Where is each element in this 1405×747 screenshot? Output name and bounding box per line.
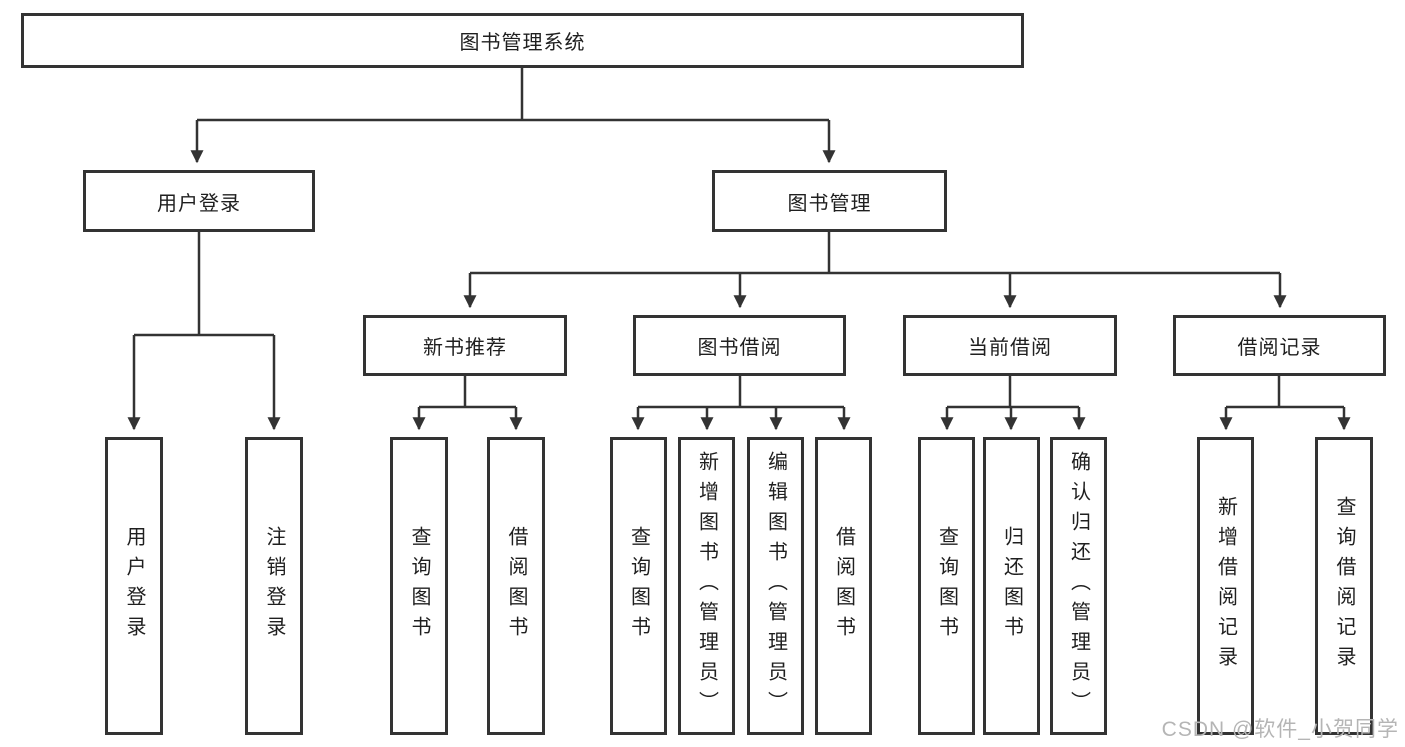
leaf-borrow-book-label: 借阅图书 xyxy=(832,526,855,646)
leaf-query-book-borrow: 查询图书 xyxy=(610,437,667,735)
leaf-return-book: 归还图书 xyxy=(983,437,1040,735)
node-borrow-records: 借阅记录 xyxy=(1173,315,1386,376)
node-user-login-label: 用户登录 xyxy=(157,192,241,215)
leaf-user-login: 用户登录 xyxy=(105,437,163,735)
leaf-add-book-admin-label: 新增图书（管理员） xyxy=(695,451,718,721)
leaf-confirm-return-admin-label: 确认归还（管理员） xyxy=(1067,451,1090,721)
node-new-book-recommend-label: 新书推荐 xyxy=(423,337,507,359)
leaf-logout-label: 注销登录 xyxy=(263,526,285,646)
leaf-edit-book-admin: 编辑图书（管理员） xyxy=(747,437,804,735)
leaf-query-book-current: 查询图书 xyxy=(918,437,975,735)
node-borrow-records-label: 借阅记录 xyxy=(1237,337,1322,359)
node-current-borrow: 当前借阅 xyxy=(903,315,1117,376)
node-user-login: 用户登录 xyxy=(83,170,315,232)
leaf-confirm-return-admin: 确认归还（管理员） xyxy=(1050,437,1107,735)
node-book-borrow-label: 图书借阅 xyxy=(697,337,782,359)
node-root-system: 图书管理系统 xyxy=(21,13,1024,68)
leaf-query-book-borrow-label: 查询图书 xyxy=(627,526,650,646)
leaf-user-login-label: 用户登录 xyxy=(123,526,145,646)
leaf-query-borrow-record-label: 查询借阅记录 xyxy=(1333,496,1355,676)
leaf-query-book-recommend: 查询图书 xyxy=(390,437,448,735)
leaf-return-book-label: 归还图书 xyxy=(1000,526,1023,646)
leaf-query-book-current-label: 查询图书 xyxy=(935,526,958,646)
leaf-add-borrow-record-label: 新增借阅记录 xyxy=(1214,496,1237,676)
node-current-borrow-label: 当前借阅 xyxy=(968,337,1052,359)
csdn-watermark: CSDN @软件_小贺同学 xyxy=(1161,718,1399,741)
leaf-borrow-book-recommend-label: 借阅图书 xyxy=(505,526,527,646)
node-new-book-recommend: 新书推荐 xyxy=(363,315,567,376)
leaf-query-borrow-record: 查询借阅记录 xyxy=(1315,437,1373,735)
node-book-management: 图书管理 xyxy=(712,170,947,232)
node-book-borrow: 图书借阅 xyxy=(633,315,846,376)
leaf-borrow-book-recommend: 借阅图书 xyxy=(487,437,545,735)
leaf-borrow-book: 借阅图书 xyxy=(815,437,872,735)
node-book-management-label: 图书管理 xyxy=(787,192,872,215)
leaf-edit-book-admin-label: 编辑图书（管理员） xyxy=(764,451,787,721)
leaf-logout: 注销登录 xyxy=(245,437,303,735)
leaf-add-book-admin: 新增图书（管理员） xyxy=(678,437,735,735)
leaf-query-book-recommend-label: 查询图书 xyxy=(408,526,430,646)
leaf-add-borrow-record: 新增借阅记录 xyxy=(1197,437,1254,735)
node-root-system-label: 图书管理系统 xyxy=(459,32,586,54)
